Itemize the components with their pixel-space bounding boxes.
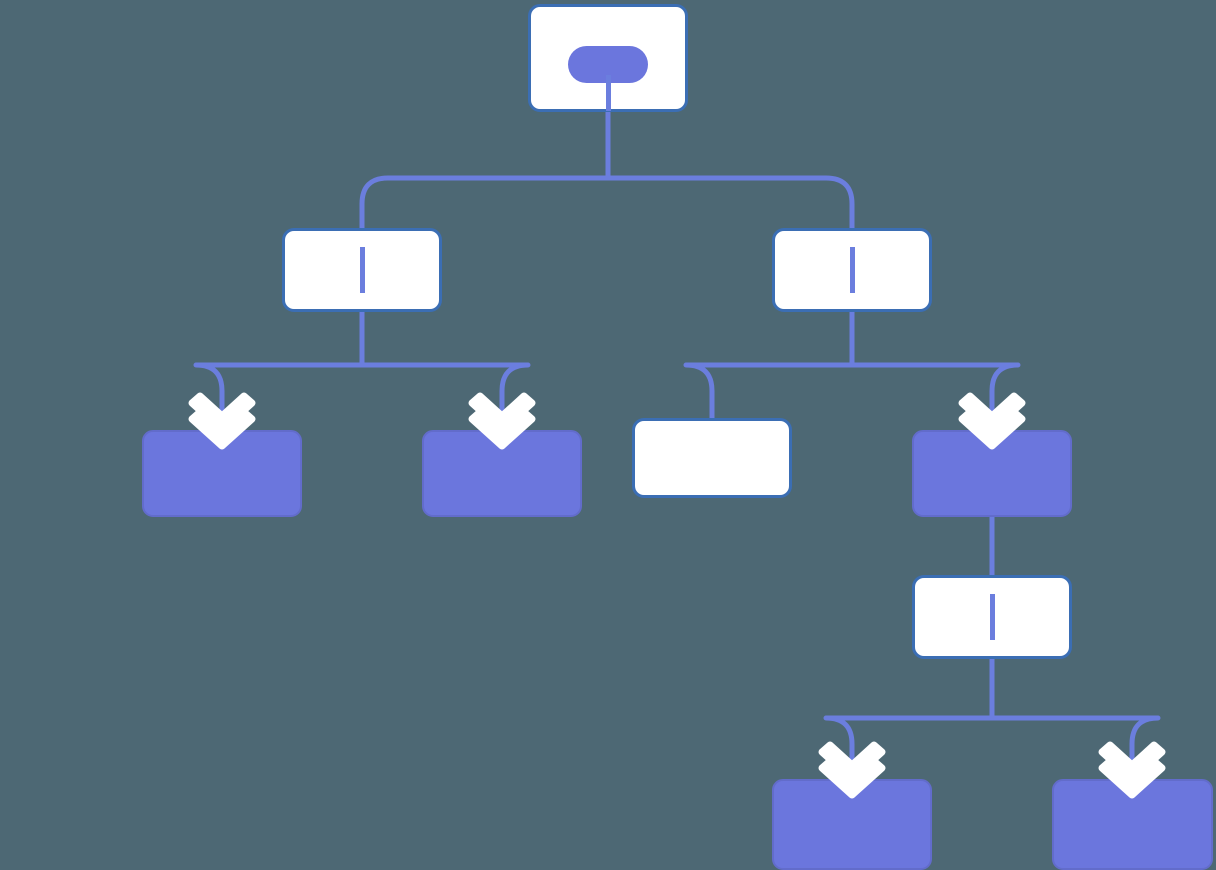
tree-node-n7[interactable]: [912, 430, 1072, 517]
edge-path: [683, 362, 852, 418]
edge-path: [193, 362, 362, 455]
edge-path: [852, 362, 1021, 455]
tree-node-n8[interactable]: [912, 575, 1072, 659]
edge-path: [362, 362, 531, 455]
tree-node-n9[interactable]: [772, 779, 932, 870]
tree-node-n4[interactable]: [142, 430, 302, 517]
node-bar-glyph: [359, 247, 365, 293]
tree-node-n6[interactable]: [632, 418, 792, 498]
tree-node-n3[interactable]: [772, 228, 932, 312]
edge-path: [608, 175, 855, 228]
node-bar-glyph: [989, 594, 995, 640]
tree-node-n5[interactable]: [422, 430, 582, 517]
node-bar-glyph: [849, 247, 855, 293]
edge-path: [359, 175, 608, 228]
tree-node-n2[interactable]: [282, 228, 442, 312]
tree-node-n1[interactable]: [528, 4, 688, 112]
tree-node-n10[interactable]: [1052, 779, 1213, 870]
node-stem-glyph: [605, 75, 611, 111]
